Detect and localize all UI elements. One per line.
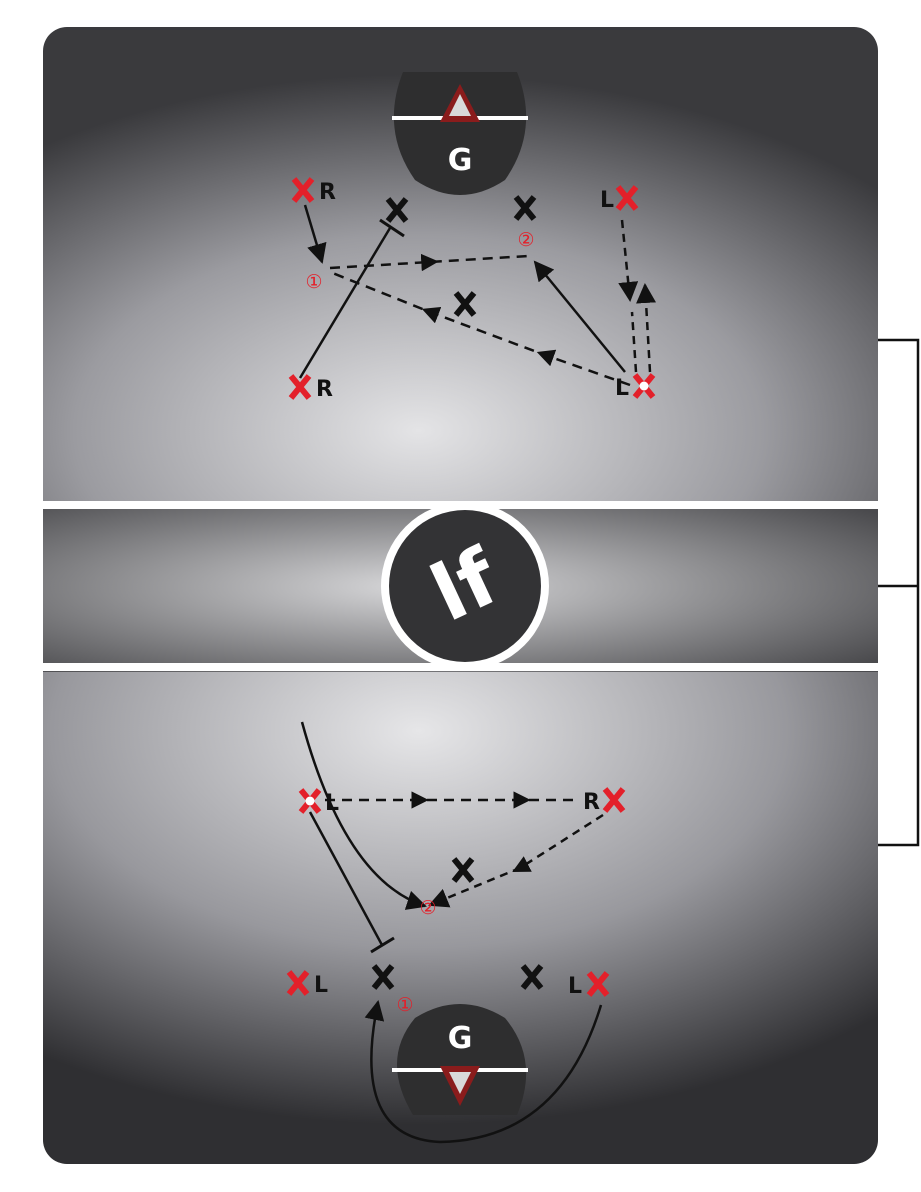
player-side-label: L [615,376,629,401]
top-goal-crease: G [392,72,528,195]
bottom-paths [300,721,604,1144]
ball-icon [305,796,315,806]
center-logo: lf [381,502,549,670]
top-paths [298,204,657,387]
top-offense-player-r-top: R [294,179,336,205]
bottom-goalie-label: G [448,1021,473,1056]
top-offense-player-l-top: L [600,187,636,213]
player-side-label: R [319,180,336,205]
player-side-label: R [316,377,333,402]
top-pass-number-1: ① [305,271,322,293]
player-side-label: L [600,188,614,213]
bottom-offense-player-l-crease-right: L [568,973,607,999]
top-offense-player-r-bottom: R [291,376,333,402]
bottom-pass-number-2: ② [419,897,436,919]
bottom-goal-crease: G [392,1004,528,1115]
player-side-label: L [325,791,339,816]
bottom-pass-number-1: ① [396,994,413,1016]
player-side-label: R [583,790,600,815]
top-pass-number-2: ② [517,229,534,251]
top-goalie-label: G [448,143,473,178]
bottom-offense-player-r-top: R [583,789,623,815]
ball-icon [639,381,649,391]
bottom-offense-player-l-ball: L [301,790,339,816]
bottom-offense-player-l-crease-left: L [289,972,328,998]
player-side-label: L [568,974,582,999]
side-bracket [878,338,920,847]
player-side-label: L [314,973,328,998]
top-offense-player-l-ball: L [615,375,653,401]
